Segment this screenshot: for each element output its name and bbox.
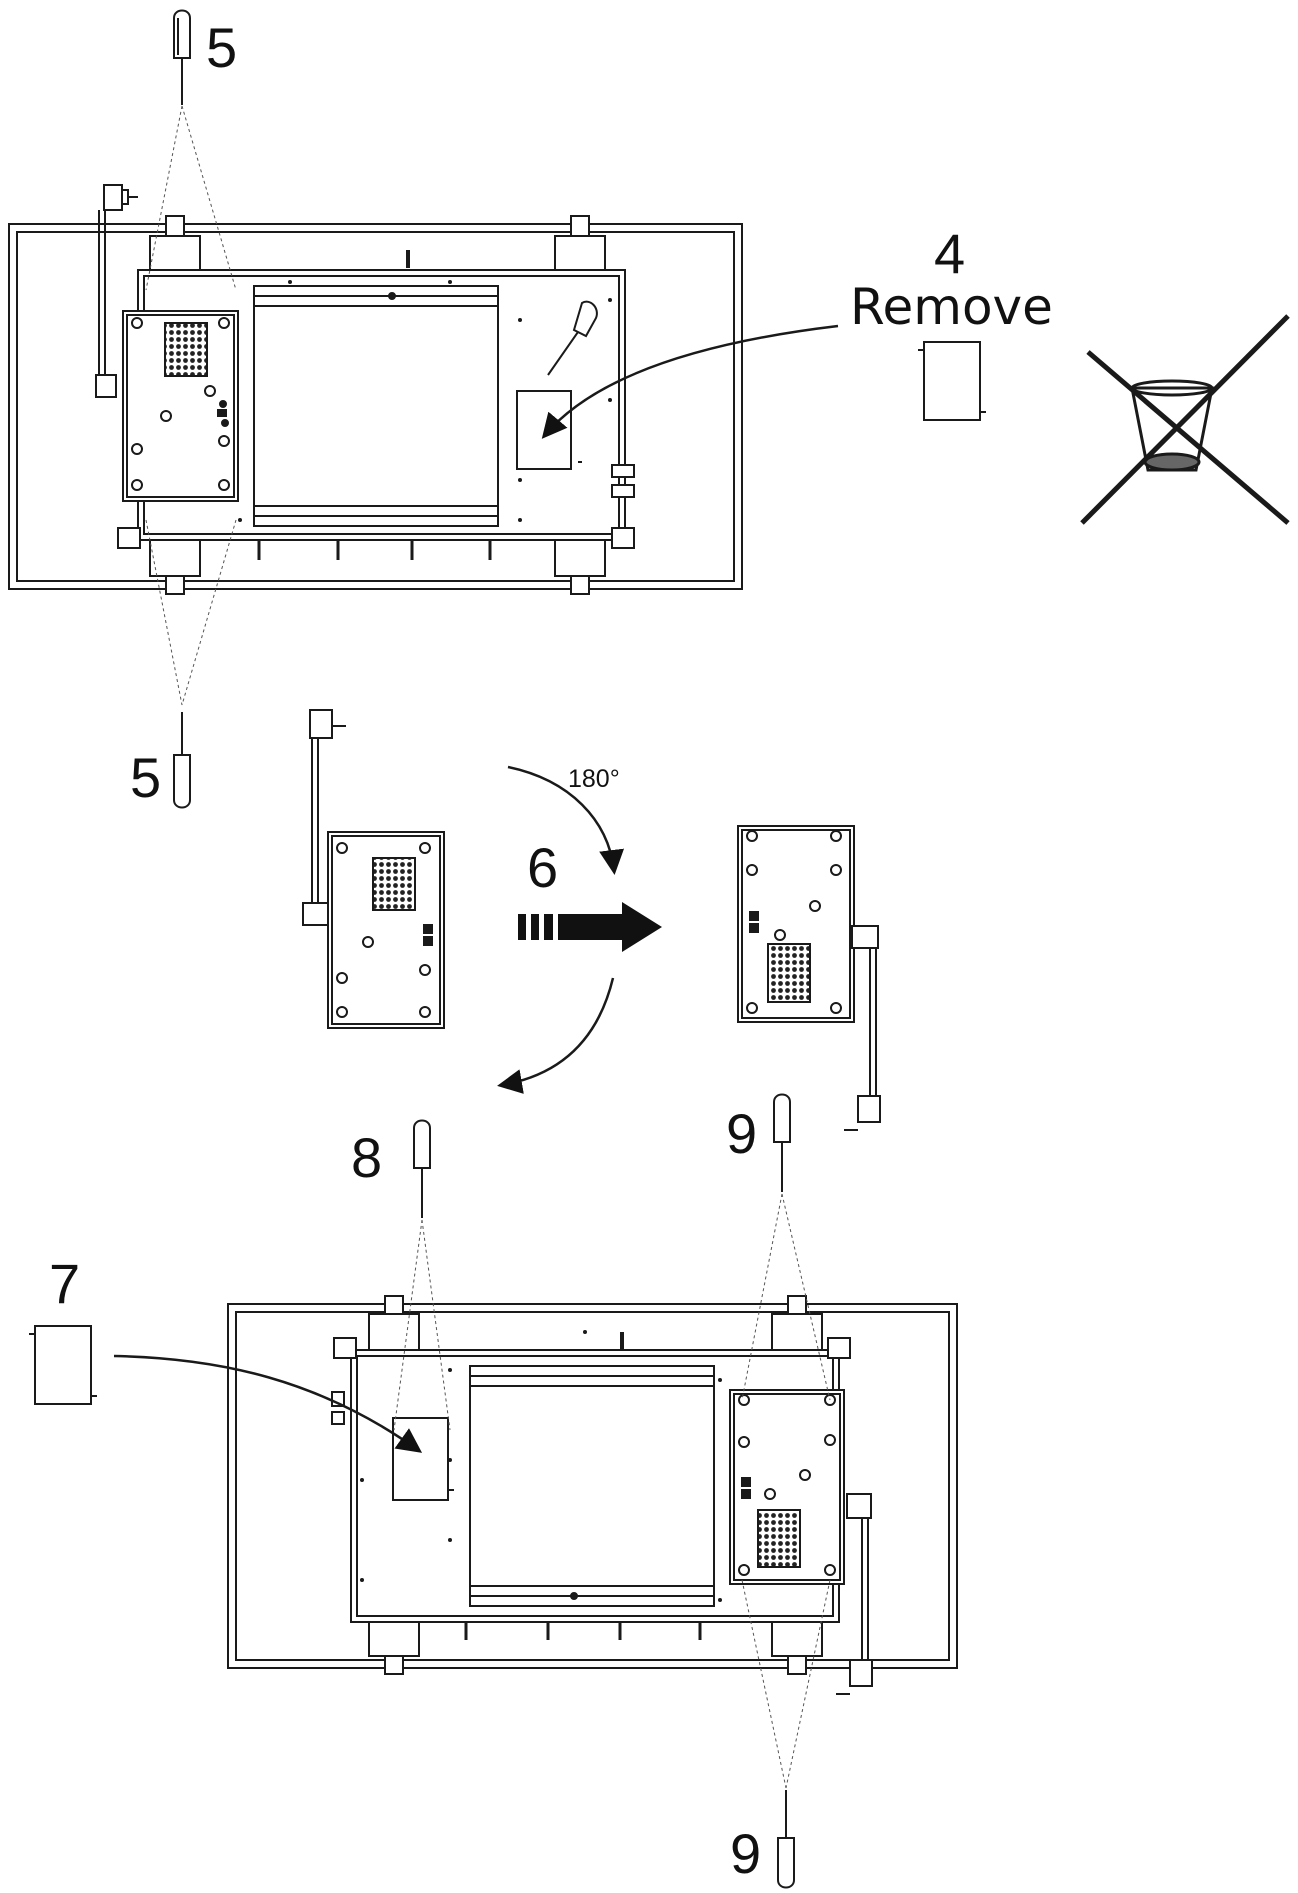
- direction-arrow-icon: [518, 902, 662, 952]
- remove-label: Remove: [850, 278, 1053, 336]
- step-4-label: 4: [934, 222, 966, 285]
- step-9-bottom-label: 9: [730, 1822, 762, 1885]
- no-bin-icon: [1080, 314, 1290, 525]
- screwdriver-icon: [413, 1119, 431, 1218]
- screwdriver-icon: [173, 9, 191, 105]
- step-8-label: 8: [351, 1126, 383, 1189]
- spare-part: [29, 1325, 97, 1405]
- step-6-label: 6: [527, 836, 559, 899]
- step-5-top-label: 5: [206, 16, 238, 79]
- remove-arrow: [541, 324, 839, 439]
- removed-part: [918, 341, 986, 421]
- sight-lines: [393, 1193, 831, 1789]
- plug-icon: [95, 184, 138, 398]
- insert-arrow: [113, 1354, 423, 1453]
- step-9-top-label: 9: [726, 1102, 758, 1165]
- top-assembly: [8, 215, 743, 595]
- rotate-arrow-top: [507, 765, 625, 875]
- rotation-label: 180°: [568, 765, 620, 793]
- screwdriver-icon: [547, 300, 598, 376]
- step-5-bottom-label: 5: [130, 746, 162, 809]
- sight-lines: [145, 105, 237, 706]
- screwdriver-icon: [173, 712, 191, 809]
- bottom-assembly: [227, 1295, 958, 1675]
- screwdriver-icon: [773, 1093, 791, 1192]
- rotate-arrow-bottom: [497, 977, 615, 1094]
- screwdriver-icon: [777, 1790, 795, 1889]
- step-7-label: 7: [49, 1252, 81, 1315]
- control-box-right: [737, 825, 881, 1131]
- control-box-left: [302, 709, 445, 1029]
- plug-icon: [836, 1493, 873, 1695]
